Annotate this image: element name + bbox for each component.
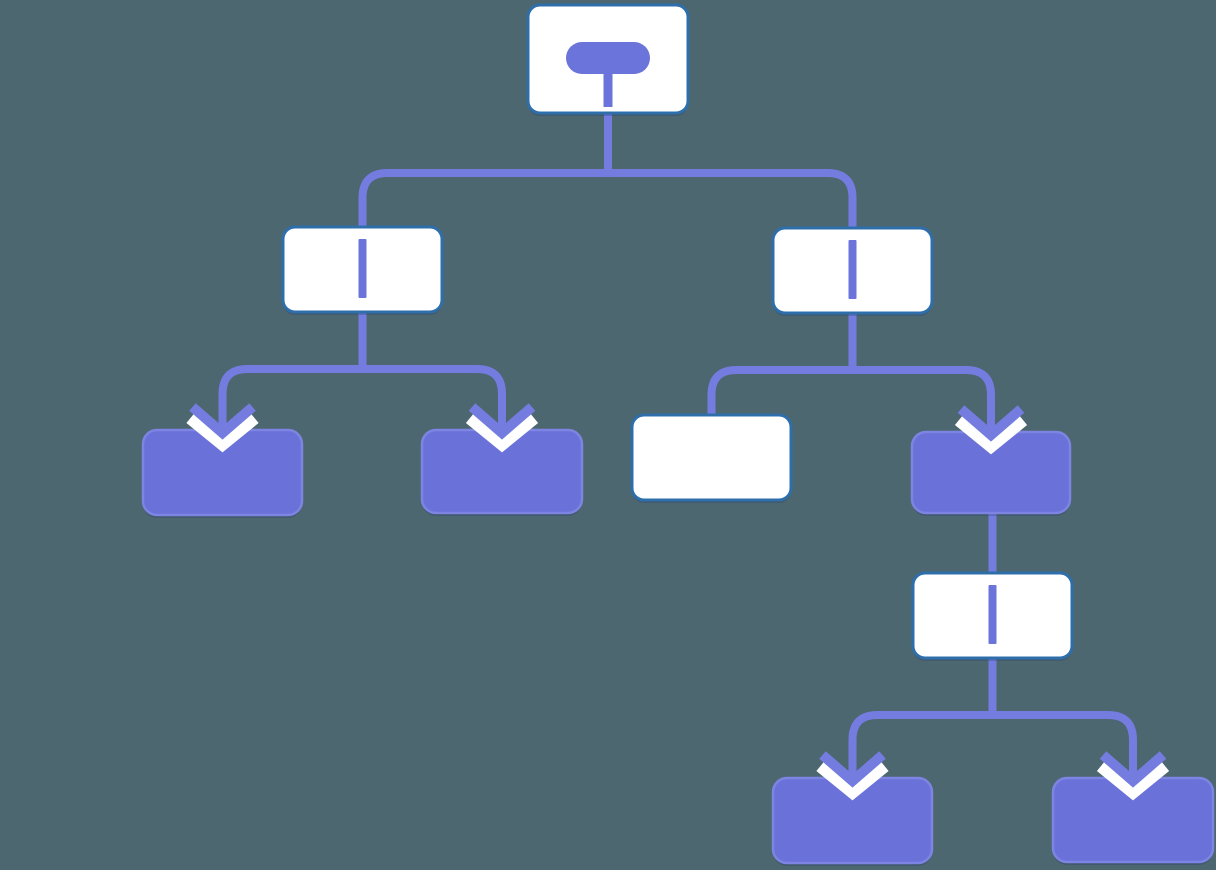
chevron-purple-layer bbox=[819, 751, 886, 788]
chevron-white-layer bbox=[1096, 760, 1170, 801]
chevron-white-layer bbox=[954, 414, 1028, 455]
collapse-chevron-icon[interactable] bbox=[186, 403, 259, 453]
collapse-chevron-icon[interactable] bbox=[816, 751, 889, 801]
edge bbox=[218, 365, 506, 430]
chevron-purple-layer bbox=[1099, 751, 1167, 788]
chevron-white-layer bbox=[816, 760, 889, 801]
pass-through-line-icon bbox=[988, 585, 997, 644]
pass-through-line-icon bbox=[848, 240, 857, 299]
chevron-purple-layer bbox=[468, 403, 536, 440]
root-pill-icon bbox=[566, 42, 650, 107]
edge bbox=[707, 366, 995, 432]
chevron-white-layer bbox=[465, 412, 539, 453]
collapse-markers bbox=[186, 403, 1170, 801]
tree-nodes bbox=[141, 3, 1215, 865]
pass-through-line-icon bbox=[358, 239, 367, 298]
empty-leaf-node[interactable] bbox=[630, 413, 793, 502]
collapse-chevron-icon[interactable] bbox=[1096, 751, 1170, 801]
edge bbox=[848, 711, 1137, 778]
chevron-white-layer bbox=[186, 412, 259, 453]
chevron-purple-layer bbox=[957, 405, 1025, 442]
edge bbox=[358, 169, 857, 232]
chevron-purple-layer bbox=[189, 403, 256, 440]
connector-edges bbox=[218, 111, 1137, 778]
collapse-chevron-icon[interactable] bbox=[465, 403, 539, 453]
collapse-chevron-icon[interactable] bbox=[954, 405, 1028, 455]
